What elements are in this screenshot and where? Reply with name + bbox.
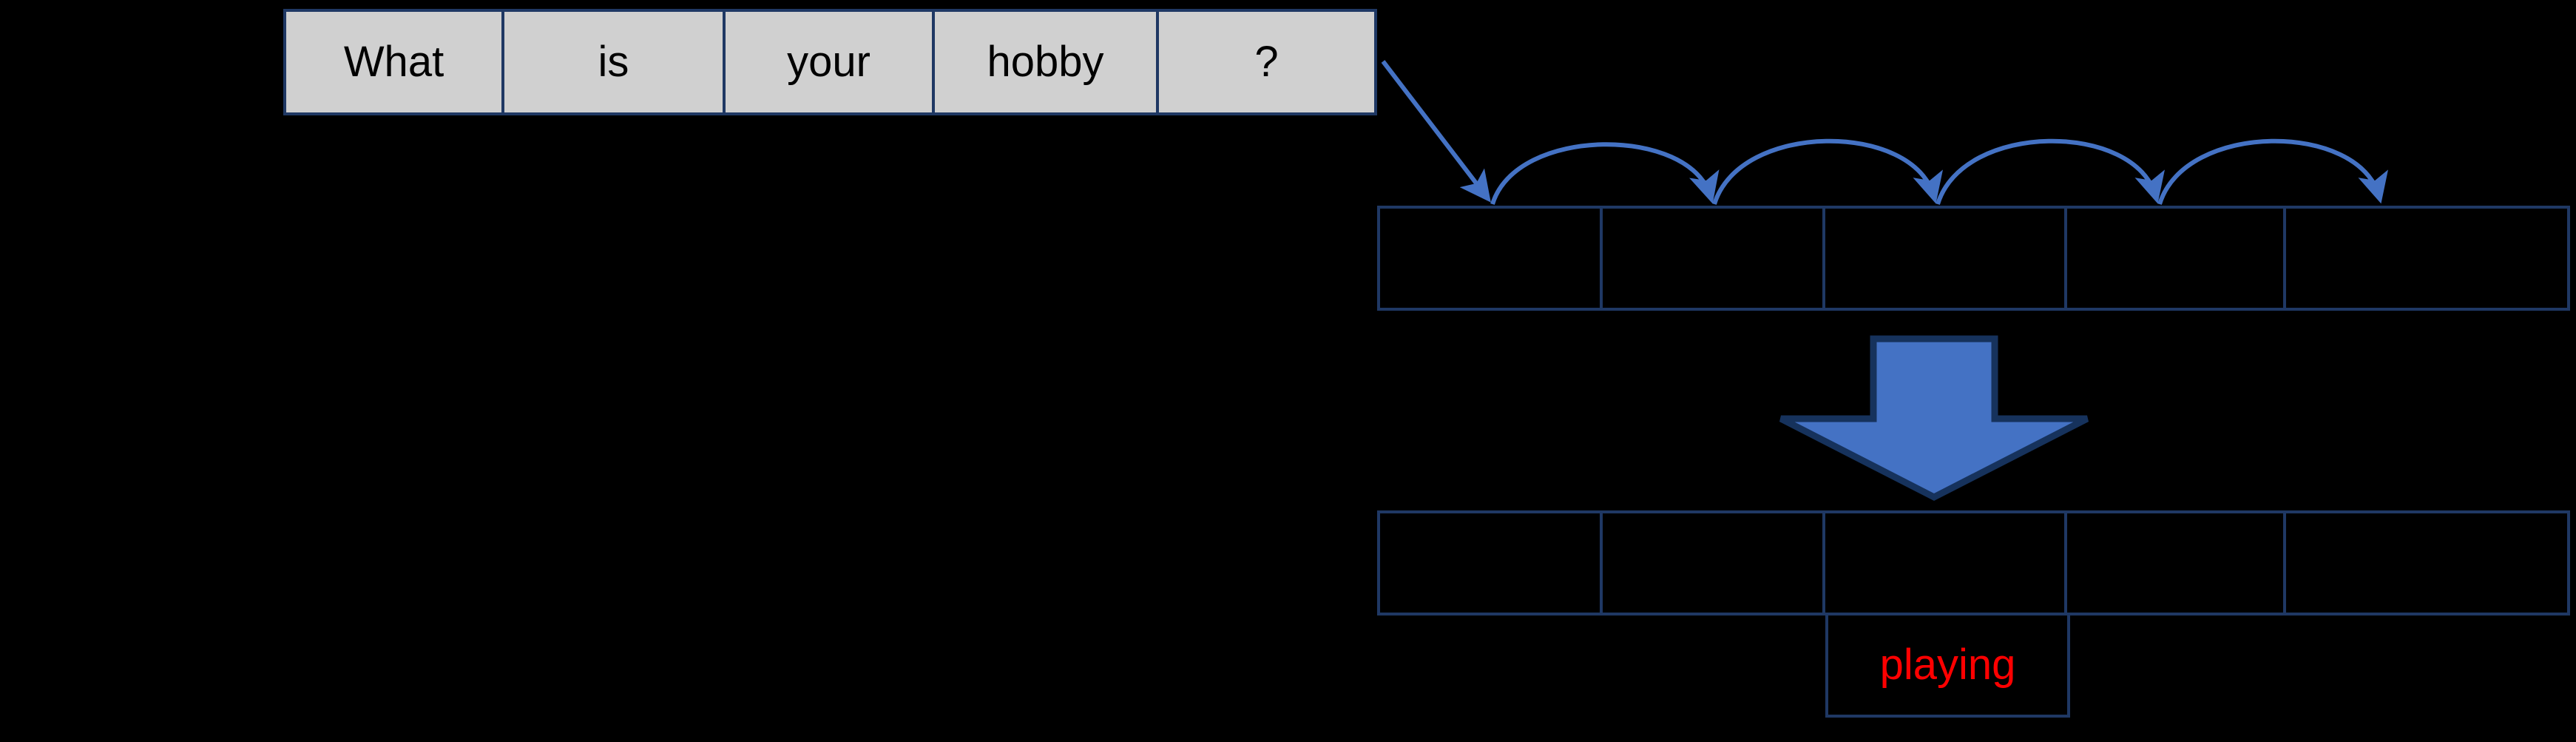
decoder-states-row [1377, 510, 2570, 615]
decoder-state-cell [1377, 510, 1603, 615]
source-token-label: ? [1254, 38, 1279, 86]
hop-arc-4 [2157, 138, 2388, 205]
source-token-cell: is [501, 9, 726, 115]
decoder-state-cell [1600, 510, 1825, 615]
source-token-label: hobby [987, 38, 1104, 86]
source-token-label: What [343, 38, 444, 86]
decoder-state-cell [2283, 510, 2570, 615]
source-token-cell: ? [1156, 9, 1377, 115]
encoder-state-cell [1377, 206, 1603, 311]
output-token-cell: playing [1825, 613, 2070, 718]
hop-arc-1 [1490, 142, 1720, 205]
encoder-state-cell [1600, 206, 1825, 311]
decoder-state-cell [1822, 510, 2067, 615]
source-sentence-row: What is your hobby ? [283, 9, 1377, 115]
down-block-arrow-shape [1779, 335, 2089, 502]
encoder-state-cell [1822, 206, 2067, 311]
diagonal-entry-arrow [1381, 60, 1491, 203]
down-block-arrow [1779, 335, 2089, 502]
decoder-state-cell [2064, 510, 2286, 615]
source-token-label: is [598, 38, 629, 86]
source-token-label: your [787, 38, 871, 86]
hop-arc-2 [1712, 138, 1943, 205]
encoder-states-row [1377, 206, 2570, 311]
encoder-state-cell [2064, 206, 2286, 311]
output-token-label: playing [1879, 641, 2016, 689]
source-token-cell: What [283, 9, 504, 115]
hop-arc-3 [1936, 138, 2165, 205]
source-token-cell: your [723, 9, 935, 115]
encoder-state-cell [2283, 206, 2570, 311]
source-token-cell: hobby [932, 9, 1159, 115]
